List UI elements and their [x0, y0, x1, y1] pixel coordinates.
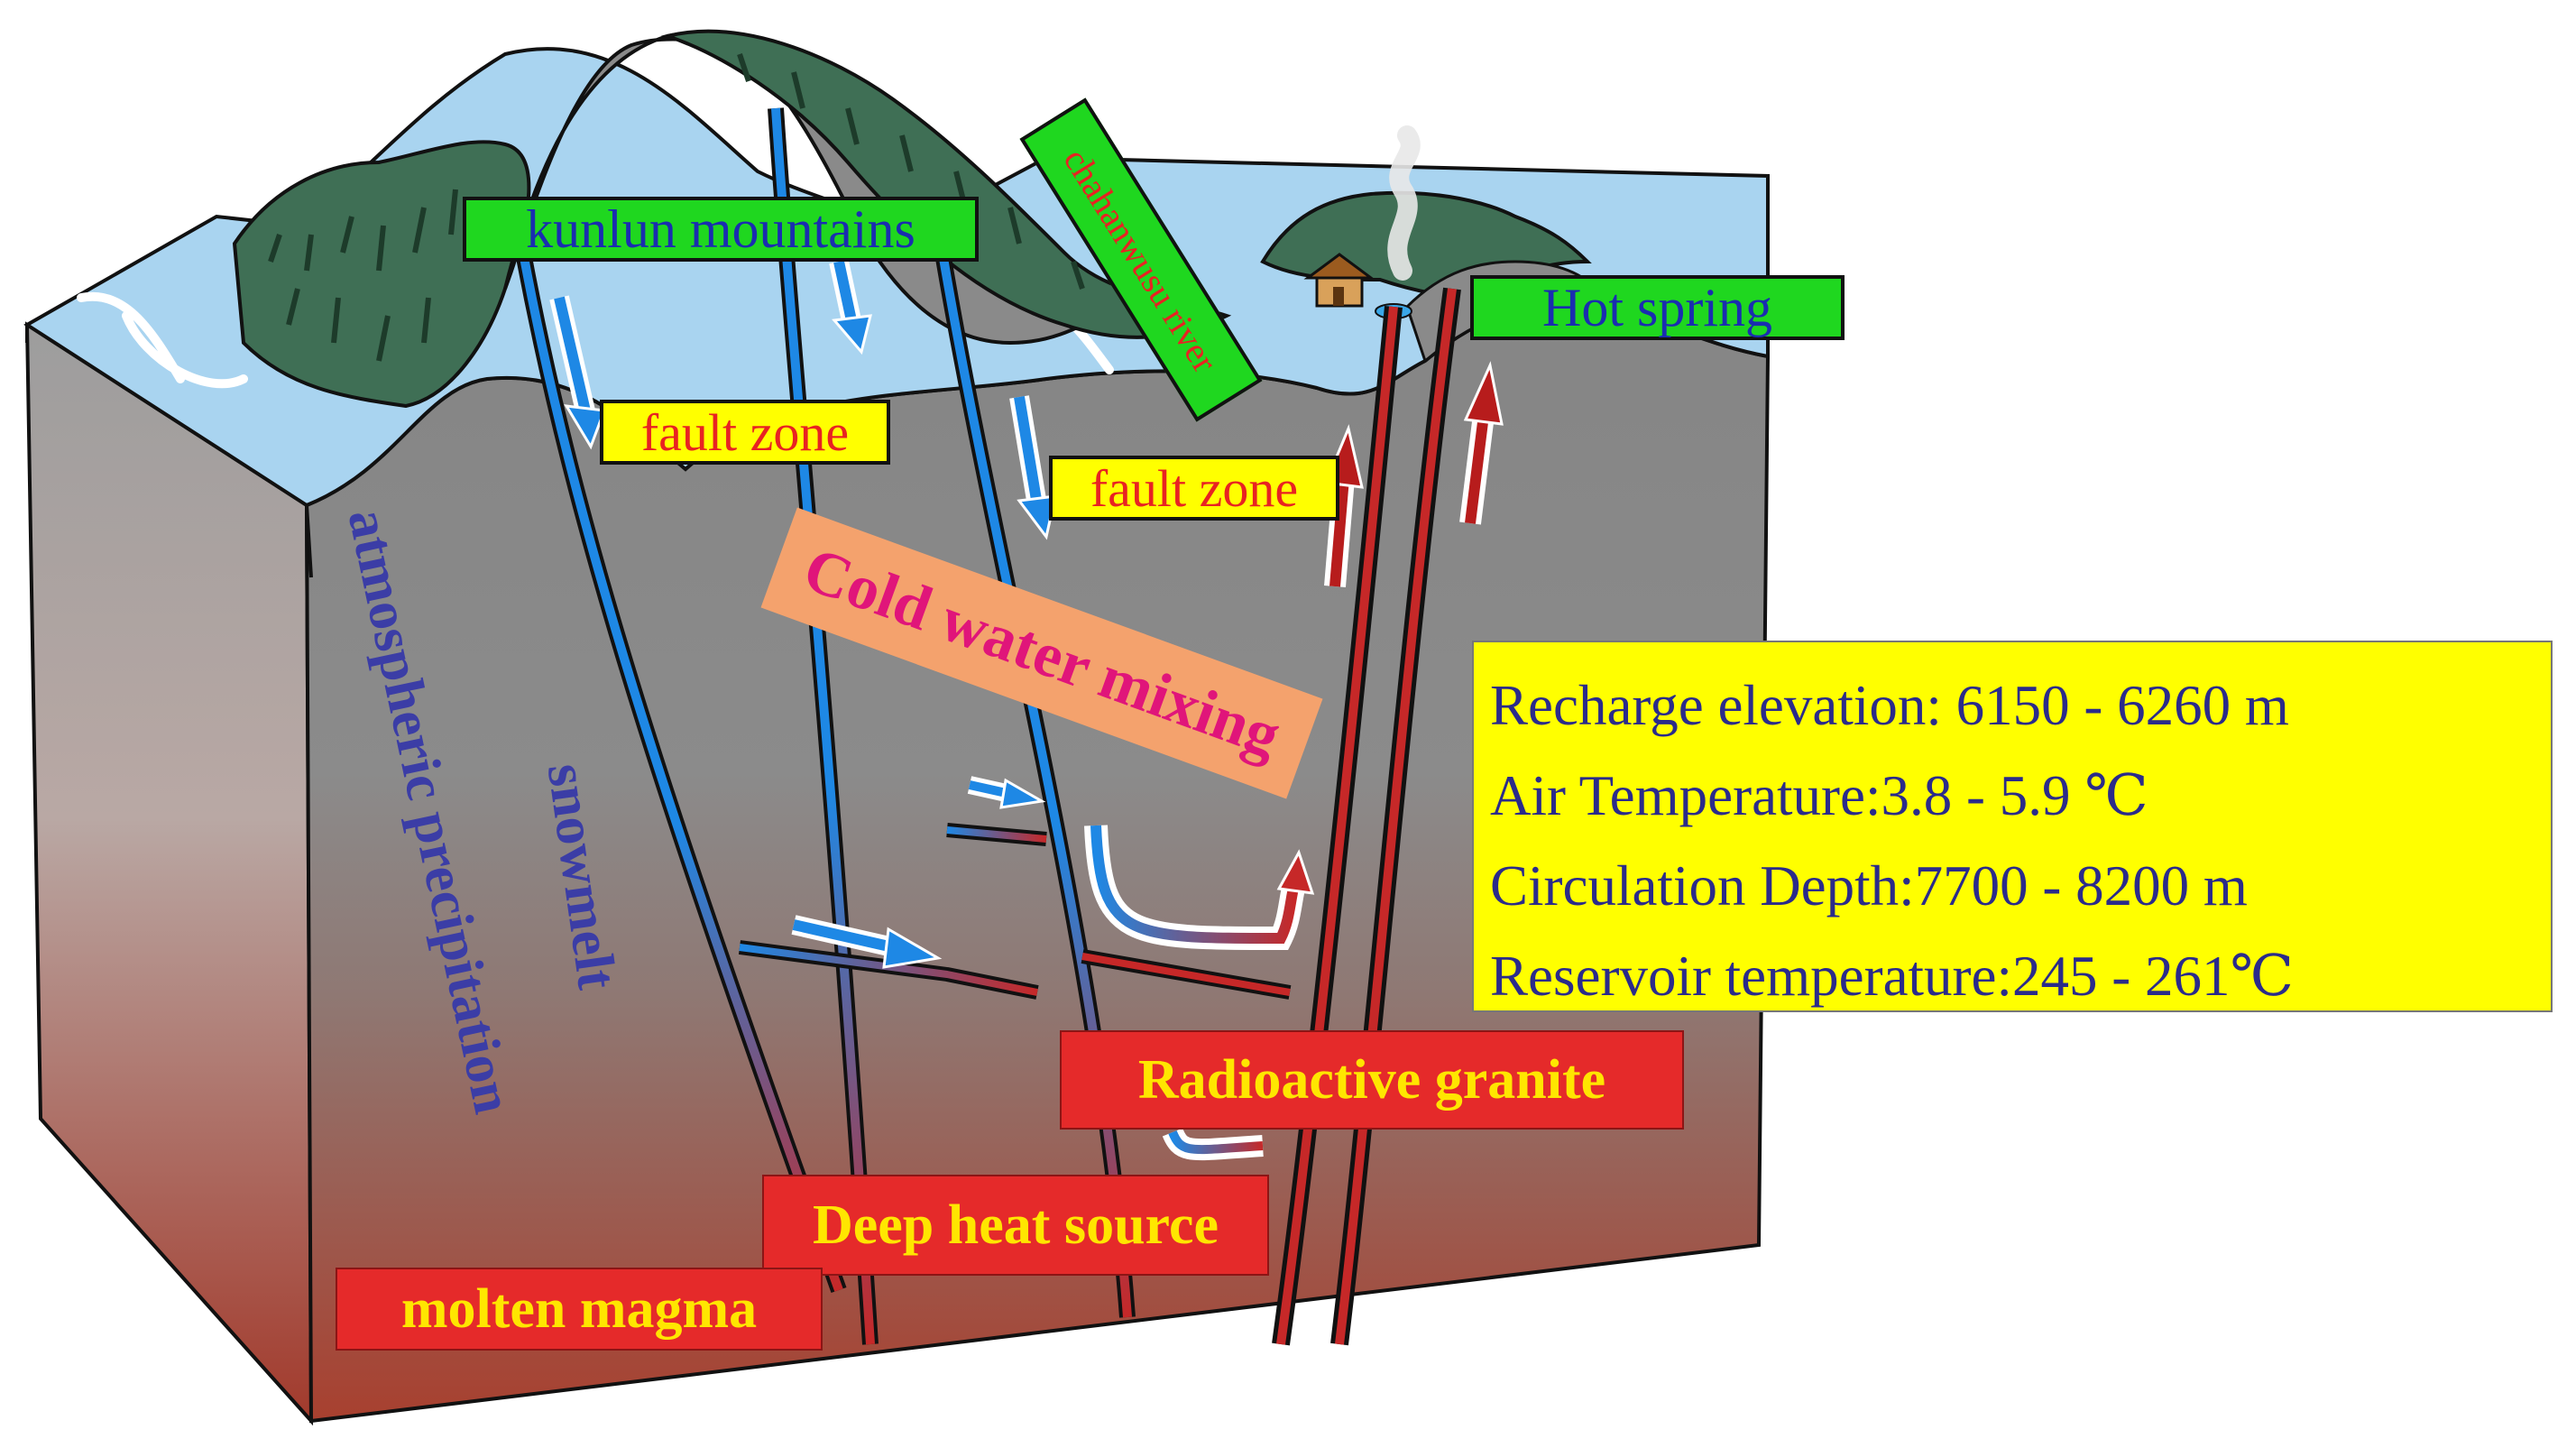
hot-spring-label: Hot spring — [1470, 275, 1845, 340]
forest-texture — [268, 53, 1148, 362]
water-front-edge — [25, 325, 313, 578]
fault-zone-label-2: fault zone — [1049, 456, 1339, 521]
block-left-face — [24, 321, 314, 1426]
deep-heat-source-label: Deep heat source — [762, 1175, 1269, 1276]
air-temperature-text: Air Temperature:3.8 - 5.9 ℃ — [1490, 764, 2148, 827]
mixing-flow-arrow-core — [1090, 825, 1300, 945]
parameters-info-box: Recharge elevation: 6150 - 6260 m Air Te… — [1472, 641, 2553, 1012]
molten-magma-label: molten magma — [336, 1268, 823, 1351]
radioactive-granite-label: Radioactive granite — [1060, 1030, 1684, 1130]
mixing-arrow-head — [1276, 849, 1315, 895]
house-icon — [1303, 253, 1375, 308]
recharge-elevation-text: Recharge elevation: 6150 - 6260 m — [1490, 674, 2289, 737]
fault-zone-label-1: fault zone — [600, 400, 890, 465]
kunlun-mountains-label: kunlun mountains — [463, 197, 979, 262]
steam-icon — [1387, 125, 1421, 281]
circulation-depth-text: Circulation Depth:7700 - 8200 m — [1490, 854, 2248, 918]
reservoir-temperature-text: Reservoir temperature:245 - 261℃ — [1490, 945, 2294, 1008]
kunlun-forest-right — [660, 29, 1232, 339]
cold-flow-arrows — [549, 259, 1057, 969]
